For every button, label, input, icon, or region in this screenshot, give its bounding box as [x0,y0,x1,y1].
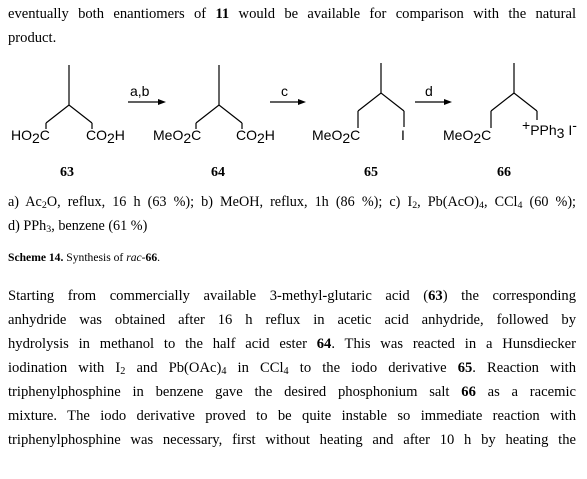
compound-65-right-group: I [401,127,405,143]
body-line-1: Starting from commercially available 3-m… [8,288,576,304]
compound-66-number: 66 [497,165,511,180]
intro-line-2: product. [8,30,57,46]
compound-65-skeleton [357,92,405,112]
arrow-c-label: c [281,83,288,99]
arrow-ab-label: a,b [130,83,150,99]
compound-65-number: 65 [364,165,378,180]
reaction-scheme: a,b c d HO2C CO2H 63 MeO2C CO2H 64 MeO2C… [11,63,577,180]
compound-64-skeleton [195,104,243,124]
caption-label: Scheme 14. [8,251,64,264]
body-line-2: anhydride was obtained after 16 h reflux… [8,312,576,328]
compound-64-left-group: MeO2C [153,127,201,146]
scheme-caption: Scheme 14. Synthesis of rac-66. [8,251,161,264]
compound-63-right-group: CO2H [86,127,125,146]
conditions-line-1: a) Ac2O, reflux, 16 h (63 %); b) MeOH, r… [8,194,576,211]
body-line-7: triphenylphosphine was necessary, first … [8,432,576,448]
compound-63-left-group: HO2C [11,127,50,146]
compound-63-number: 63 [60,165,74,180]
body-line-4: iodination with I2 and Pb(OAc)4 in CCl4 … [8,360,576,377]
compound-66-left-group: MeO2C [443,127,491,146]
arrow-d-label: d [425,83,433,99]
body-line-5: triphenylphosphine in benzene gave the d… [8,384,576,400]
compound-66-skeleton [490,92,538,112]
intro-line-1: eventually both enantiomers of 11 would … [8,6,576,22]
body-paragraph: Starting from commercially available 3-m… [8,284,576,452]
body-line-6: mixture. The iodo derivative proved to b… [8,408,576,424]
body-line-3: hydrolysis in methanol to the half acid … [8,336,576,352]
compound-64-number: 64 [211,165,225,180]
compound-64-right-group: CO2H [236,127,275,146]
reaction-conditions: a) Ac2O, reflux, 16 h (63 %); b) MeOH, r… [8,190,576,238]
conditions-line-2: d) PPh3, benzene (61 %) [8,218,148,235]
compound-63-skeleton [45,104,93,124]
compound-65-left-group: MeO2C [312,127,360,146]
intro-paragraph: eventually both enantiomers of 11 would … [8,2,576,50]
compound-66-right-group: +PPh3 I- [522,117,577,141]
